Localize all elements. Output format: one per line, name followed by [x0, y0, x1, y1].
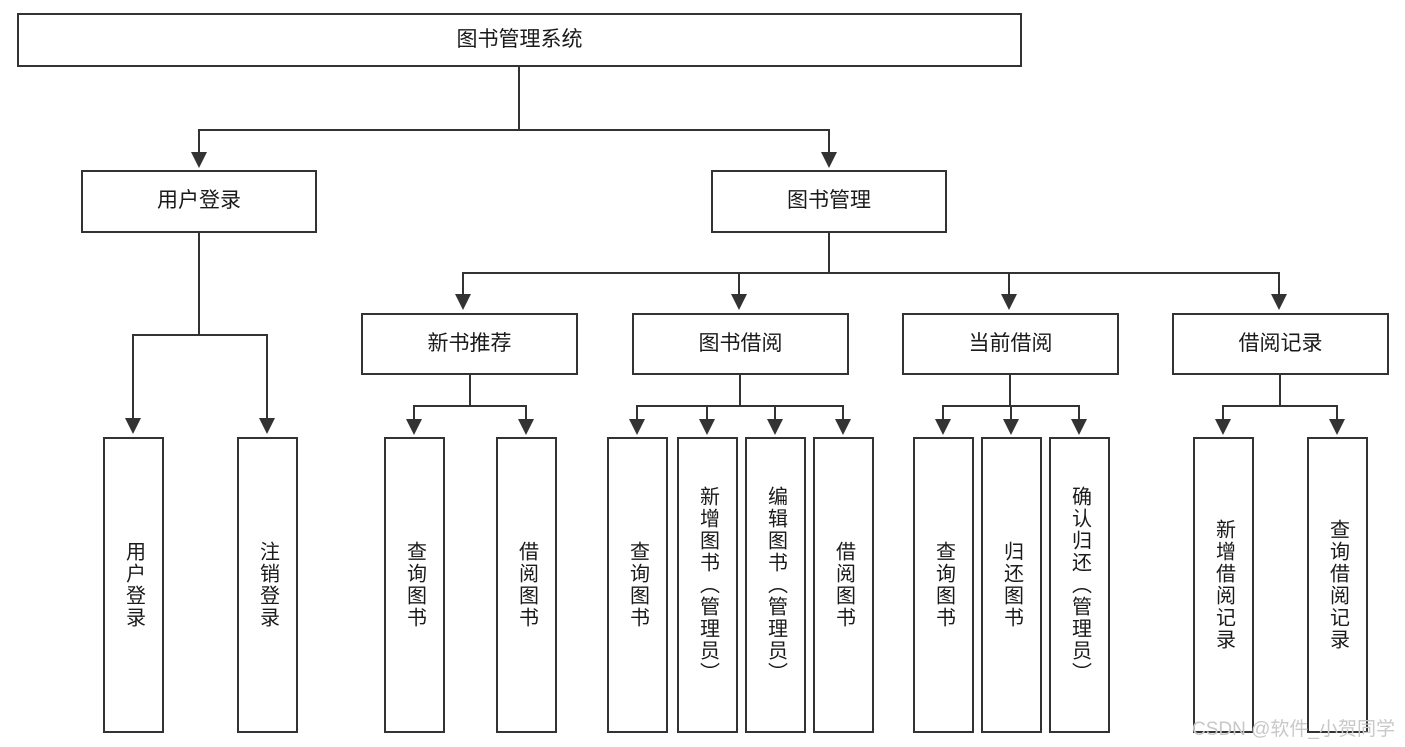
connector-userlogin-bus: [132, 334, 268, 336]
watermark-text: CSDN @软件_小贺同学: [1192, 719, 1395, 740]
node-label: 用户登录: [122, 541, 145, 629]
arrow-bookmgmt-child-2: [731, 294, 747, 310]
node-label: 用户登录: [157, 189, 241, 213]
node-label: 确认归还（管理员）: [1068, 486, 1091, 684]
leaf-newbook-query-book[interactable]: 查询图书: [384, 437, 445, 733]
connector-root-stem: [518, 67, 520, 130]
node-label: 查询图书: [932, 541, 955, 629]
arrow-bookmgmt-child-4: [1271, 294, 1287, 310]
node-new-book-recommend[interactable]: 新书推荐: [361, 313, 578, 375]
connector-borrowrecord-drop-2: [1336, 405, 1338, 421]
node-label: 图书管理系统: [456, 27, 583, 51]
arrow-bookmgmt-child-3: [1001, 294, 1017, 310]
arrow-currentborrow-leaf-3: [1071, 419, 1087, 435]
node-label: 查询图书: [403, 541, 426, 629]
leaf-bookborrow-query-book[interactable]: 查询图书: [607, 437, 668, 733]
connector-userlogin-stem: [198, 233, 200, 335]
leaf-borrowrecord-add-record[interactable]: 新增借阅记录: [1193, 437, 1254, 733]
connector-bookborrow-drop-3: [774, 405, 776, 421]
connector-root-bus: [198, 129, 830, 131]
node-label: 当前借阅: [968, 331, 1053, 355]
connector-userlogin-drop-2: [266, 334, 268, 420]
connector-root-to-bookmgmt: [828, 129, 830, 154]
connector-bookmgmt-stem: [828, 233, 830, 273]
connector-bookborrow-bus: [636, 405, 844, 407]
leaf-borrowrecord-query-record[interactable]: 查询借阅记录: [1307, 437, 1368, 733]
arrow-bookborrow-leaf-4: [835, 419, 851, 435]
leaf-bookborrow-edit-book-admin[interactable]: 编辑图书（管理员）: [745, 437, 806, 733]
connector-bookmgmt-drop-2: [738, 272, 740, 296]
connector-bookmgmt-drop-3: [1008, 272, 1010, 296]
connector-newbook-bus: [413, 405, 527, 407]
node-user-login[interactable]: 用户登录: [81, 170, 317, 233]
leaf-user-login-login[interactable]: 用户登录: [103, 437, 164, 733]
leaf-user-login-logout[interactable]: 注销登录: [237, 437, 298, 733]
node-book-borrow[interactable]: 图书借阅: [632, 313, 849, 375]
connector-newbook-drop-1: [413, 405, 415, 421]
leaf-bookborrow-add-book-admin[interactable]: 新增图书（管理员）: [677, 437, 738, 733]
node-label: 查询借阅记录: [1326, 519, 1349, 651]
leaf-bookborrow-borrow-book[interactable]: 借阅图书: [813, 437, 874, 733]
arrow-bookborrow-leaf-1: [629, 419, 645, 435]
leaf-currentborrow-return-book[interactable]: 归还图书: [981, 437, 1042, 733]
connector-currentborrow-stem: [1009, 375, 1011, 406]
connector-bookmgmt-bus: [462, 272, 1280, 274]
node-label: 注销登录: [256, 541, 279, 629]
arrow-borrowrecord-leaf-2: [1329, 419, 1345, 435]
connector-currentborrow-drop-1: [942, 405, 944, 421]
connector-bookborrow-drop-1: [636, 405, 638, 421]
arrow-currentborrow-leaf-2: [1003, 419, 1019, 435]
leaf-currentborrow-confirm-return-admin[interactable]: 确认归还（管理员）: [1049, 437, 1110, 733]
leaf-currentborrow-query-book[interactable]: 查询图书: [913, 437, 974, 733]
arrow-root-to-userlogin: [191, 152, 207, 168]
connector-newbook-drop-2: [525, 405, 527, 421]
node-label: 图书管理: [787, 189, 871, 213]
connector-borrowrecord-stem: [1279, 375, 1281, 406]
node-label: 借阅记录: [1238, 331, 1323, 355]
connector-bookborrow-stem: [739, 375, 741, 406]
arrow-userlogin-leaf-1: [125, 418, 141, 434]
node-label: 借阅图书: [832, 541, 855, 629]
node-borrow-record[interactable]: 借阅记录: [1172, 313, 1389, 375]
arrow-borrowrecord-leaf-1: [1215, 419, 1231, 435]
connector-newbook-stem: [469, 375, 471, 406]
connector-currentborrow-drop-2: [1010, 405, 1012, 421]
connector-currentborrow-drop-3: [1078, 405, 1080, 421]
node-label: 新增图书（管理员）: [696, 486, 719, 684]
arrow-bookmgmt-child-1: [455, 294, 471, 310]
connector-bookmgmt-drop-1: [462, 272, 464, 296]
connector-bookmgmt-drop-4: [1278, 272, 1280, 296]
leaf-newbook-borrow-book[interactable]: 借阅图书: [496, 437, 557, 733]
node-label: 编辑图书（管理员）: [764, 486, 787, 684]
node-root-system[interactable]: 图书管理系统: [17, 13, 1022, 67]
node-label: 图书借阅: [698, 331, 783, 355]
arrow-bookborrow-leaf-3: [767, 419, 783, 435]
arrow-userlogin-leaf-2: [259, 418, 275, 434]
connector-userlogin-drop-1: [132, 334, 134, 420]
node-book-management[interactable]: 图书管理: [711, 170, 947, 233]
arrow-currentborrow-leaf-1: [935, 419, 951, 435]
node-current-borrow[interactable]: 当前借阅: [902, 313, 1119, 375]
connector-borrowrecord-bus: [1222, 405, 1338, 407]
node-label: 查询图书: [626, 541, 649, 629]
arrow-newbook-leaf-2: [518, 419, 534, 435]
connector-bookborrow-drop-2: [706, 405, 708, 421]
node-label: 新书推荐: [427, 331, 512, 355]
node-label: 借阅图书: [515, 541, 538, 629]
connector-root-to-userlogin: [198, 129, 200, 154]
connector-bookborrow-drop-4: [842, 405, 844, 421]
arrow-newbook-leaf-1: [406, 419, 422, 435]
arrow-root-to-bookmgmt: [821, 152, 837, 168]
node-label: 归还图书: [1000, 541, 1023, 629]
node-label: 新增借阅记录: [1212, 519, 1235, 651]
connector-borrowrecord-drop-1: [1222, 405, 1224, 421]
arrow-bookborrow-leaf-2: [699, 419, 715, 435]
